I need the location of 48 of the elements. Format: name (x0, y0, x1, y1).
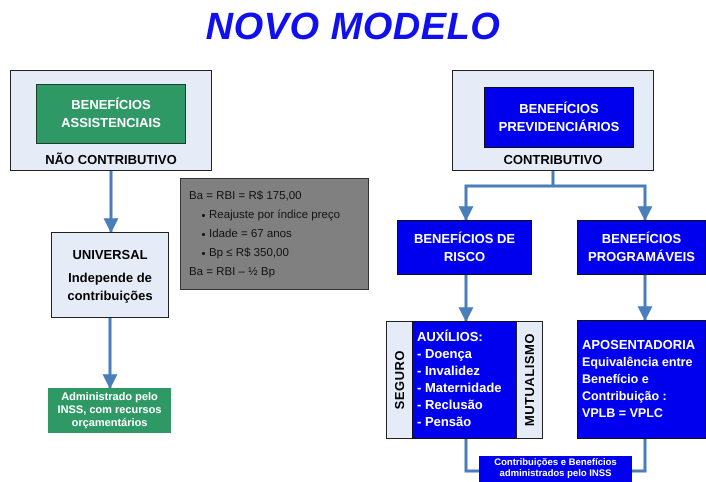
list-box (412, 321, 517, 439)
arrow (102, 318, 118, 390)
node-label: - Maternidade (417, 380, 502, 397)
node-label: BENEFÍCIOS PROGRAMÁVEIS (587, 230, 696, 266)
node-label: Idade = 67 anos (189, 226, 292, 242)
process-box (397, 220, 532, 275)
process-box (577, 220, 706, 275)
node-label: MUTUALISMO (522, 333, 537, 427)
note-box (48, 388, 171, 433)
node-label: Equivalência entre Benefício e Contribuição : (582, 354, 694, 405)
node-label: VPLB = VPLC (582, 404, 663, 422)
arrow (104, 171, 118, 234)
category-box (36, 84, 186, 144)
node-label: UNIVERSAL (72, 246, 148, 264)
node-label: AUXÍLIOS: (417, 329, 483, 346)
arrow (458, 275, 474, 322)
node-label: BENEFÍCIOS PREVIDENCIÁRIOS (498, 100, 620, 136)
node-label: - Pensão (417, 414, 472, 431)
category-box (484, 87, 634, 148)
side-label-box (516, 321, 543, 439)
arrow (552, 171, 652, 222)
node-label: - Invalidez (417, 363, 480, 380)
node-label: Administrado pelo INSS, com recursos orçamentários (56, 390, 162, 430)
node-label: APOSENTADORIA (582, 337, 696, 354)
process-box (51, 232, 169, 318)
group-box (452, 70, 654, 171)
node-label: CONTRIBUTIVO (504, 151, 602, 169)
node-label: Ba = RBI – ½ Bp (189, 265, 275, 280)
connector-line (464, 439, 479, 472)
note-box (479, 456, 632, 482)
connector-line (632, 439, 646, 472)
node-label: Reajuste por índice preço (189, 206, 340, 223)
node-label: - Doença (417, 346, 472, 364)
info-box (180, 178, 369, 290)
process-box (577, 320, 706, 439)
node-label: Independe de contribuições (66, 269, 154, 304)
title: NOVO MODELO (204, 6, 502, 49)
side-label-box (386, 321, 413, 439)
node-label: Contribuições e Benefícios administrados pelo INSS (493, 458, 618, 480)
node-label: BENEFÍCIOS DE RISCO (412, 230, 516, 266)
node-label: - Reclusão (417, 396, 483, 414)
group-box (10, 70, 212, 171)
node-label: Bp ≤ R$ 350,00 (189, 245, 289, 262)
node-label: Ba = RBI = R$ 175,00 (189, 188, 302, 204)
node-label: NÃO CONTRIBUTIVO (45, 151, 177, 169)
node-label: SEGURO (392, 350, 407, 410)
node-label: BENEFÍCIOS ASSISTENCIAIS (60, 96, 162, 132)
arrow (638, 275, 652, 322)
